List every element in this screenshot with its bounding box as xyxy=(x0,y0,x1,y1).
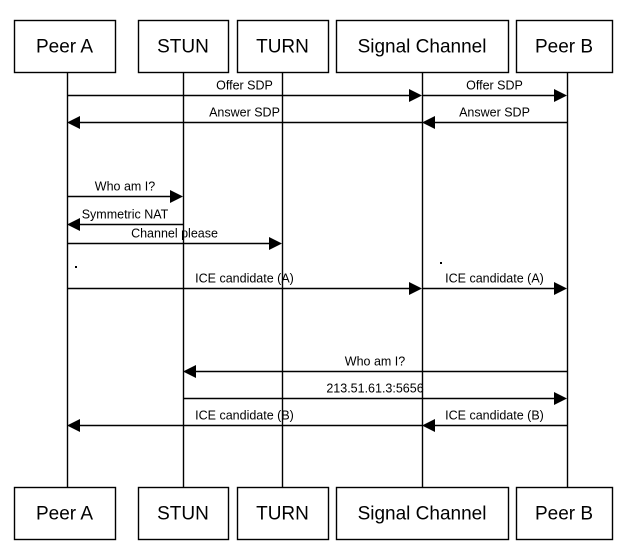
message-stun-reply-address[interactable] xyxy=(183,392,567,405)
message-label-who-am-i-a-to-stun: Who am I? xyxy=(94,179,156,193)
mark-dot-near-peer-a xyxy=(75,266,77,268)
message-offer-sdp-a-to-signal[interactable] xyxy=(67,89,422,102)
arrowhead-ice-b-to-signal xyxy=(422,419,435,432)
arrowhead-offer-sdp-a-to-signal xyxy=(409,89,422,102)
header-label-peer-a: Peer A xyxy=(35,36,94,58)
footer-box-peer-a[interactable] xyxy=(13,486,117,541)
message-ice-a-to-signal[interactable] xyxy=(67,282,422,295)
arrowhead-channel-please xyxy=(269,237,282,250)
header-label-stun: STUN xyxy=(157,36,209,58)
arrowhead-who-am-i-a-to-stun xyxy=(170,190,183,203)
message-label-ice-a-to-signal: ICE candidate (A) xyxy=(195,271,294,285)
message-label-answer-sdp-signal-to-a: Answer SDP xyxy=(209,105,280,119)
message-who-am-i-b-to-stun[interactable] xyxy=(183,365,567,378)
message-label-offer-sdp-a-to-signal: Offer SDP xyxy=(216,78,273,92)
message-label-who-am-i-b-to-stun: Who am I? xyxy=(344,354,406,368)
footer-box-stun[interactable] xyxy=(137,486,230,541)
message-who-am-i-a-to-stun[interactable] xyxy=(67,190,183,203)
arrowhead-stun-reply-address xyxy=(554,392,567,405)
message-ice-b-to-signal[interactable] xyxy=(422,419,567,432)
header-box-signal-channel[interactable] xyxy=(335,19,510,74)
arrowhead-ice-a-to-signal xyxy=(409,282,422,295)
arrowhead-who-am-i-b-to-stun xyxy=(183,365,196,378)
mark-dot-near-signal xyxy=(440,262,442,264)
arrowhead-ice-signal-to-b xyxy=(554,282,567,295)
message-symmetric-nat[interactable] xyxy=(67,218,183,231)
header-box-turn[interactable] xyxy=(236,19,330,74)
header-box-peer-a[interactable] xyxy=(13,19,117,74)
arrowhead-answer-sdp-signal-to-a xyxy=(67,116,80,129)
arrowhead-symmetric-nat xyxy=(67,218,80,231)
message-channel-please[interactable] xyxy=(67,237,282,250)
message-label-offer-sdp-signal-to-b: Offer SDP xyxy=(466,78,523,92)
footer-label-signal-channel: Signal Channel xyxy=(357,503,487,525)
footer-label-peer-a: Peer A xyxy=(35,503,94,525)
footer-label-stun: STUN xyxy=(157,503,209,525)
header-box-stun[interactable] xyxy=(137,19,230,74)
footer-box-peer-b[interactable] xyxy=(515,486,614,541)
message-label-ice-b-to-signal: ICE candidate (B) xyxy=(445,408,544,422)
header-label-signal-channel: Signal Channel xyxy=(357,36,487,58)
message-ice-signal-to-a[interactable] xyxy=(67,419,422,432)
message-offer-sdp-signal-to-b[interactable] xyxy=(422,89,567,102)
message-label-ice-signal-to-b: ICE candidate (A) xyxy=(445,271,544,285)
message-ice-signal-to-b[interactable] xyxy=(422,282,567,295)
message-label-stun-reply-address: 213.51.61.3:5656 xyxy=(326,381,424,395)
arrowhead-offer-sdp-signal-to-b xyxy=(554,89,567,102)
message-label-ice-signal-to-a: ICE candidate (B) xyxy=(195,408,294,422)
message-label-answer-sdp-b-to-signal: Answer SDP xyxy=(459,105,530,119)
arrowhead-answer-sdp-b-to-signal xyxy=(422,116,435,129)
message-answer-sdp-b-to-signal[interactable] xyxy=(422,116,567,129)
footer-box-turn[interactable] xyxy=(236,486,330,541)
header-label-turn: TURN xyxy=(256,36,309,58)
footer-label-turn: TURN xyxy=(256,503,309,525)
header-box-peer-b[interactable] xyxy=(515,19,614,74)
footer-box-signal-channel[interactable] xyxy=(335,486,510,541)
footer-label-peer-b: Peer B xyxy=(534,503,594,525)
message-label-channel-please: Channel please xyxy=(131,226,218,240)
message-answer-sdp-signal-to-a[interactable] xyxy=(67,116,422,129)
header-label-peer-b: Peer B xyxy=(534,36,594,58)
arrowhead-ice-signal-to-a xyxy=(67,419,80,432)
message-label-symmetric-nat: Symmetric NAT xyxy=(81,207,169,221)
